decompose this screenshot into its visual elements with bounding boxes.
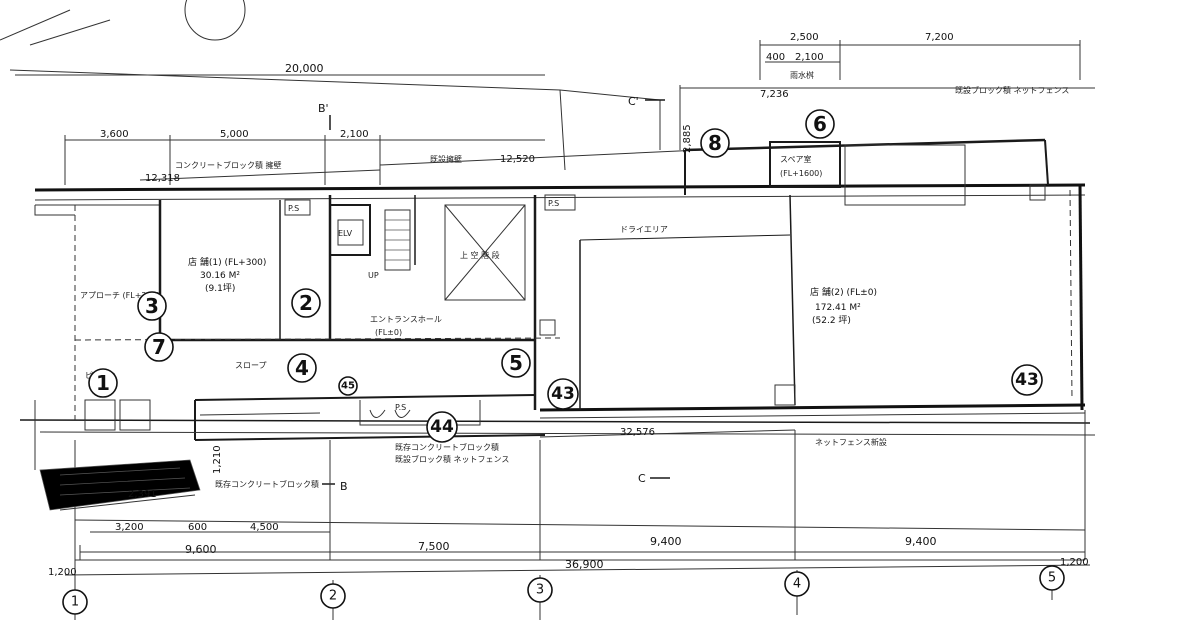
up-label: UP [368, 271, 379, 280]
dim-grid-3: 9,400 [650, 535, 682, 548]
dim-overall: 36,900 [565, 558, 604, 571]
dim-edge-right: 1,200 [1060, 557, 1089, 568]
callout-4: 4 [295, 356, 309, 380]
callout-44: 44 [430, 417, 454, 437]
slope-label: スロープ [235, 361, 267, 370]
dimension-bottom: 32,576 3,200 600 4,500 2,391 1,210 9,600… [48, 427, 1091, 620]
wall-note-bottom: 既存コンクリートブロック積 [395, 442, 499, 452]
dim-bottom-run: 32,576 [620, 427, 655, 438]
room-labels: 店 舗(1) (FL+300) 30.16 M² (9.1坪) 店 舗(2) (… [80, 154, 887, 489]
fence-note-2: ネットフェンス新設 [815, 437, 887, 447]
wall-note-left: 既存コンクリートブロック積 [215, 479, 319, 489]
grid-axis-5: 5 [1048, 571, 1056, 586]
dim-bottom-a: 3,200 [115, 522, 144, 533]
dim-row2-d: 12,520 [500, 154, 535, 165]
dim-bottom-e: 1,210 [212, 445, 223, 474]
shop1-area: 30.16 M² [200, 271, 240, 281]
ps-label-2: P.S [548, 199, 559, 208]
dimension-top: 20,000 2,500 7,200 400 2,100 雨水桝 7,236 既… [15, 32, 1095, 185]
grid-axis-1: 1 [71, 595, 79, 610]
section-c-top: C' [628, 95, 639, 108]
note-top-right: 既設ブロック積 ネットフェンス [955, 85, 1069, 95]
approach: アプローチ (FL+200) [80, 291, 160, 300]
entrance-hall: エントランスホール [370, 315, 442, 324]
grid-axes: 1 2 3 4 5 [62, 565, 1065, 615]
section-markers: B' C' B C [318, 95, 670, 493]
site-boundary-lines [0, 0, 661, 171]
dim-row2-b: 5,000 [220, 129, 249, 140]
dim-bottom-c: 4,500 [250, 522, 279, 533]
shop1-title: 店 舗(1) (FL+300) [188, 256, 266, 268]
callout-6: 6 [813, 112, 827, 136]
entrance-fl: (FL±0) [375, 328, 402, 337]
shop2-tsubo: (52.2 坪) [812, 315, 851, 326]
shop1-tsubo: (9.1坪) [205, 283, 235, 294]
grid-axis-3: 3 [536, 583, 544, 598]
gutter-label: ドライエリア [620, 225, 668, 234]
callout-43-a: 43 [551, 384, 575, 404]
note-wall-top-2: 既設擁壁 [430, 154, 462, 164]
building-walls [19, 138, 1096, 600]
dim-row2-e: 12,318 [145, 173, 180, 184]
elevator-label: ELV [338, 229, 353, 238]
note-pipe: 雨水桝 [790, 70, 814, 80]
callout-1: 1 [96, 371, 110, 395]
dim-row2-a: 3,600 [100, 129, 129, 140]
dim-top-left: 20,000 [285, 62, 324, 75]
spare-room: スペア室 [780, 154, 811, 164]
callout-45: 45 [341, 381, 355, 392]
callout-3: 3 [145, 294, 159, 318]
ps-label-1: P.S [288, 204, 299, 213]
callout-7: 7 [152, 335, 166, 359]
callout-2: 2 [299, 291, 313, 315]
grid-axis-2: 2 [329, 589, 337, 604]
dim-top-right-c: 400 [766, 52, 785, 63]
spare-room-fl: (FL+1600) [780, 169, 822, 178]
dim-grid-4: 9,400 [905, 535, 937, 548]
dim-side-a: 2,885 [682, 124, 693, 153]
dim-top-right-a: 2,500 [790, 32, 819, 43]
section-b-top: B' [318, 102, 329, 115]
note-wall-top: コンクリートブロック積 擁壁 [175, 160, 282, 170]
dim-top-right-e: 7,236 [760, 89, 789, 100]
section-b-bottom: B [340, 480, 348, 493]
dim-top-right-b: 7,200 [925, 32, 954, 43]
ps-label-3: P.S [395, 403, 406, 412]
dim-top-right-d: 2,100 [795, 52, 824, 63]
dim-row2-c: 2,100 [340, 129, 369, 140]
dim-edge-left: 1,200 [48, 567, 77, 578]
fence-note-bottom: 既設ブロック積 ネットフェンス [395, 454, 509, 464]
grid-axis-4: 4 [793, 577, 801, 592]
callout-8: 8 [708, 131, 722, 155]
callout-5: 5 [509, 351, 523, 375]
dim-bottom-b: 600 [188, 522, 207, 533]
photo-callouts: 1 2 3 4 5 6 7 8 43 43 44 45 [88, 109, 1043, 443]
callout-43-b: 43 [1015, 370, 1039, 390]
dim-grid-2: 7,500 [418, 540, 450, 553]
shop2-title: 店 舗(2) (FL±0) [810, 286, 877, 298]
stair-label: 上 空 階 段 [460, 250, 500, 260]
dim-grid-1: 9,600 [185, 543, 217, 556]
section-c-bottom: C [638, 472, 646, 485]
shop2-area: 172.41 M² [815, 303, 861, 313]
dim-bottom-d: 2,391 [128, 489, 157, 500]
